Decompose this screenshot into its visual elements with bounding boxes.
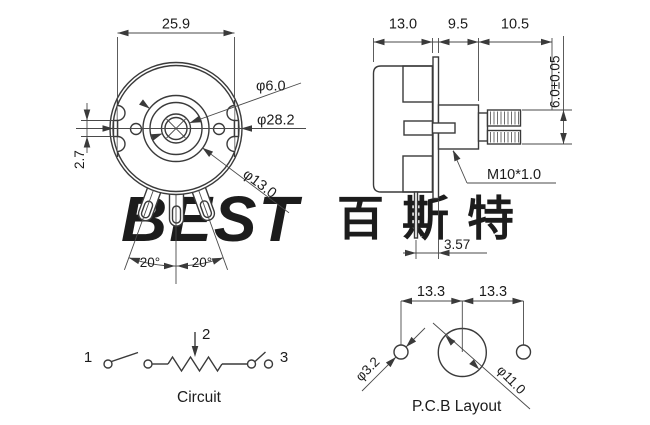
- switch-blade-left: [111, 351, 139, 363]
- side-top-dimensions: [373, 38, 553, 110]
- circuit-caption: Circuit: [177, 389, 222, 406]
- pcb-hole-left: [393, 344, 409, 360]
- knurl-serrations: [490, 111, 519, 143]
- width-dimension: [117, 29, 235, 102]
- rail-node-right: [246, 359, 257, 369]
- pcb-hole-right: [515, 344, 532, 360]
- angle-right-label: 20°: [192, 255, 212, 270]
- shaft-dia-dimension: [522, 36, 572, 145]
- pcb-pitch-dimension: [400, 297, 524, 352]
- thread-spec-label: M10*1.0: [487, 167, 541, 183]
- rail-node-left: [143, 359, 153, 369]
- center-hole-dia-leader: [432, 322, 531, 410]
- right-bottom-cutout: [226, 135, 235, 153]
- terminal-pin: [413, 191, 419, 239]
- body-depth-label: 13.0: [389, 17, 417, 33]
- terminal3-label: 3: [280, 349, 288, 366]
- terminal1-node: [103, 359, 113, 369]
- shaft-dia-leader: [150, 82, 302, 141]
- rivet-left: [129, 122, 143, 136]
- pcb-caption: P.C.B Layout: [412, 398, 502, 415]
- circuit-diagram: 1 2 3 Circuit: [84, 326, 288, 406]
- terminal2-label: 2: [202, 326, 210, 343]
- shaft-collar: [477, 112, 489, 142]
- terminal-lug-center: [168, 186, 185, 227]
- anti-rotation-lug: [431, 122, 456, 134]
- angle-left-label: 20°: [140, 255, 160, 270]
- pcb-layout: 13.3 13.3 φ3.2 φ11.0 P.C.B Layout: [353, 284, 532, 415]
- pitch-right-label: 13.3: [479, 284, 507, 300]
- thread-leader: [449, 148, 556, 184]
- pitch-left-label: 13.3: [417, 284, 445, 300]
- knurled-shaft-bottom: [486, 129, 522, 145]
- knurled-shaft-top: [486, 109, 522, 127]
- pin-offset-dimension: [403, 200, 487, 259]
- watermark: BEST 百斯特: [121, 183, 532, 255]
- resistor-element: [167, 355, 223, 373]
- left-bottom-cutout: [117, 135, 126, 153]
- terminal1-label: 1: [84, 349, 92, 366]
- tab-dimension: [81, 103, 114, 153]
- pot-body: [372, 65, 434, 193]
- pin-offset-label: 3.57: [444, 237, 470, 252]
- switch-blade-right: [254, 351, 266, 363]
- left-top-cutout: [117, 104, 126, 122]
- rivet-right: [212, 122, 226, 136]
- wiper-arrow: [191, 332, 199, 357]
- hole-dia-label: φ3.2: [353, 354, 383, 384]
- tab-height-label: 2.7: [72, 150, 87, 169]
- boss-dia-leader: [139, 99, 290, 214]
- shaft-dia-tol-label: 6.0±0.05: [548, 56, 563, 108]
- side-view: 13.0 9.5 10.5 6.0±0.05 M10*1.0 3.57: [372, 17, 572, 259]
- watermark-cjk-text: 百斯特: [337, 192, 532, 245]
- bushing-length-label: 9.5: [448, 17, 468, 33]
- terminal3-node: [263, 359, 274, 369]
- hole-dia-leader: [361, 327, 426, 392]
- body-inner-middle: [403, 120, 434, 136]
- body-dia-label: φ28.2: [257, 113, 295, 129]
- width-label: 25.9: [162, 17, 190, 33]
- shaft-length-label: 10.5: [501, 17, 529, 33]
- terminal-angle-dimension: [123, 190, 229, 284]
- shaft-dia-label: φ6.0: [256, 79, 286, 95]
